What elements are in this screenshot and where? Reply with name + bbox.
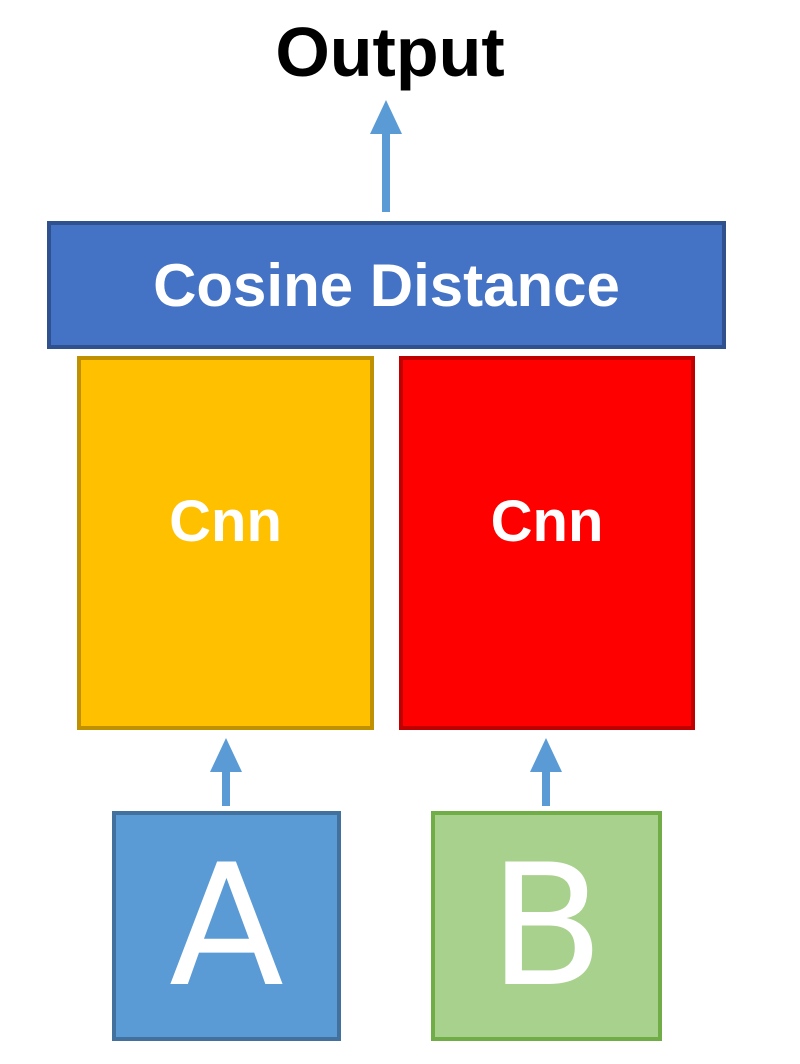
arrow-a-to-cnn-left bbox=[210, 738, 242, 806]
input-a-box: A bbox=[112, 811, 341, 1041]
cnn-left-box: Cnn bbox=[77, 356, 374, 730]
input-b-label: B bbox=[488, 828, 605, 1024]
cosine-distance-label: Cosine Distance bbox=[153, 251, 620, 319]
cnn-right-label: Cnn bbox=[490, 488, 604, 554]
arrow-cosine-to-output bbox=[370, 100, 402, 212]
input-a-label: A bbox=[169, 828, 284, 1024]
input-b-box: B bbox=[431, 811, 662, 1041]
cnn-right-box: Cnn bbox=[399, 356, 695, 730]
cosine-distance-box: Cosine Distance bbox=[47, 221, 726, 349]
arrow-b-to-cnn-right bbox=[530, 738, 562, 806]
output-label: Output bbox=[275, 13, 505, 91]
cnn-left-label: Cnn bbox=[169, 488, 282, 554]
